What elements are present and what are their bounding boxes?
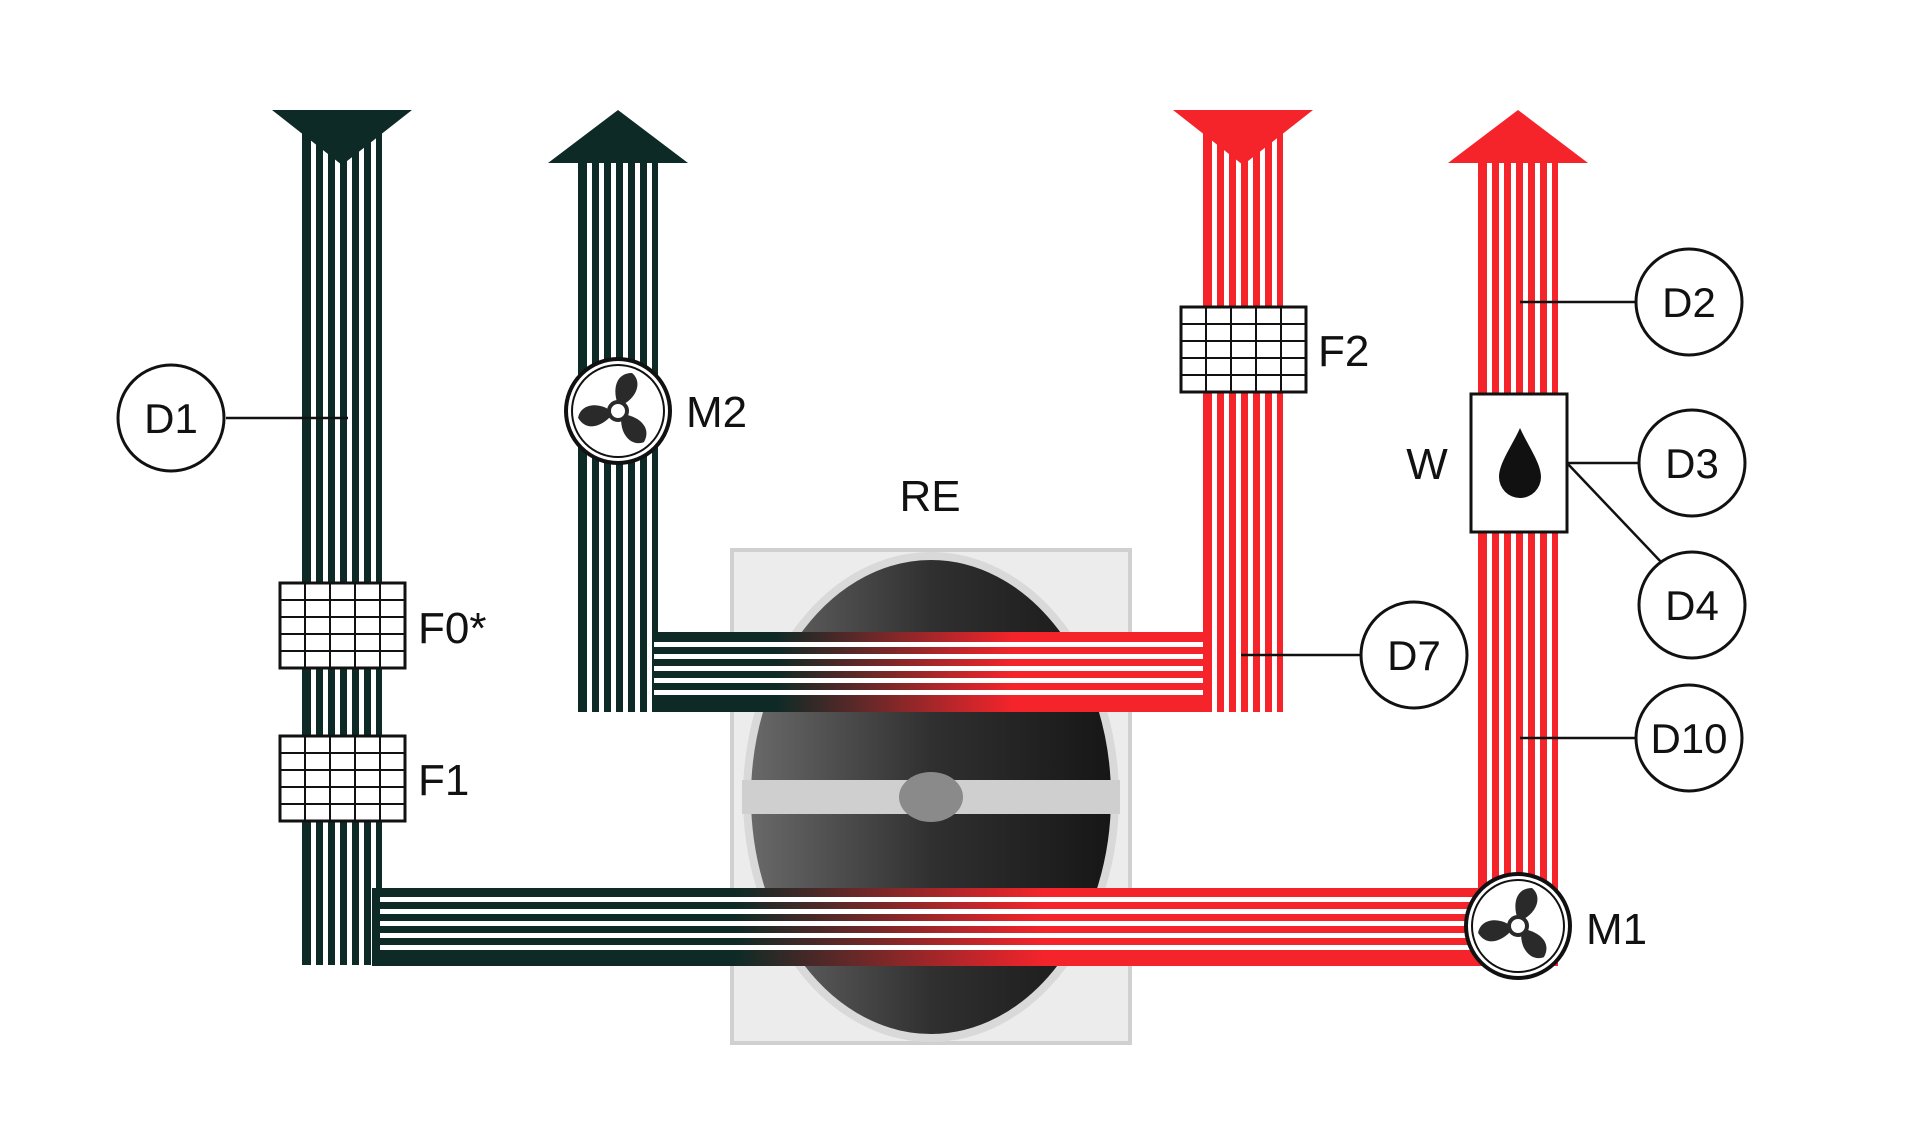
outdoor-air-duct xyxy=(272,110,412,965)
supply-bottom-duct xyxy=(372,888,1520,966)
sensor-d3: D3 xyxy=(1637,408,1747,518)
w-label: W xyxy=(1406,440,1448,489)
exhaust-arrow-dark xyxy=(548,110,688,163)
sensor-leaders xyxy=(226,300,1663,740)
sensor-d4: D4 xyxy=(1637,550,1747,660)
extract-middle-duct xyxy=(654,632,1280,712)
m2-label: M2 xyxy=(686,388,747,437)
fan-m1 xyxy=(1464,872,1572,980)
humidifier-w xyxy=(1469,392,1569,534)
f1-label: F1 xyxy=(418,756,469,805)
f2-label: F2 xyxy=(1318,327,1369,376)
sensor-d4-label: D4 xyxy=(1665,582,1719,629)
heat-exchanger-re xyxy=(730,548,1132,1045)
m1-label: M1 xyxy=(1586,905,1647,954)
sensor-d10: D10 xyxy=(1634,683,1744,793)
filter-f1 xyxy=(278,734,407,823)
filter-f2 xyxy=(1179,305,1308,394)
fan-icon xyxy=(578,373,647,444)
inlet-arrow-red xyxy=(1173,110,1313,165)
inlet-arrow-dark xyxy=(272,110,412,165)
sensor-d2: D2 xyxy=(1634,247,1744,357)
sensor-d1: D1 xyxy=(116,363,226,473)
water-drop-icon xyxy=(1499,428,1541,498)
supply-arrow-red xyxy=(1448,110,1588,163)
sensor-d7-label: D7 xyxy=(1387,632,1441,679)
sensor-d10-label: D10 xyxy=(1650,715,1727,762)
filter-f0 xyxy=(278,581,407,670)
sensor-d7: D7 xyxy=(1359,600,1469,710)
sensor-d3-label: D3 xyxy=(1665,440,1719,487)
fan-m2 xyxy=(564,357,672,465)
fan-icon xyxy=(1478,888,1547,959)
sensor-d1-label: D1 xyxy=(144,395,198,442)
extract-air-duct xyxy=(1173,110,1313,712)
supply-air-duct xyxy=(1448,110,1588,966)
f0-label: F0* xyxy=(418,604,486,653)
re-label: RE xyxy=(899,472,960,521)
sensor-d2-label: D2 xyxy=(1662,279,1716,326)
re-rotor-hub xyxy=(899,772,963,822)
